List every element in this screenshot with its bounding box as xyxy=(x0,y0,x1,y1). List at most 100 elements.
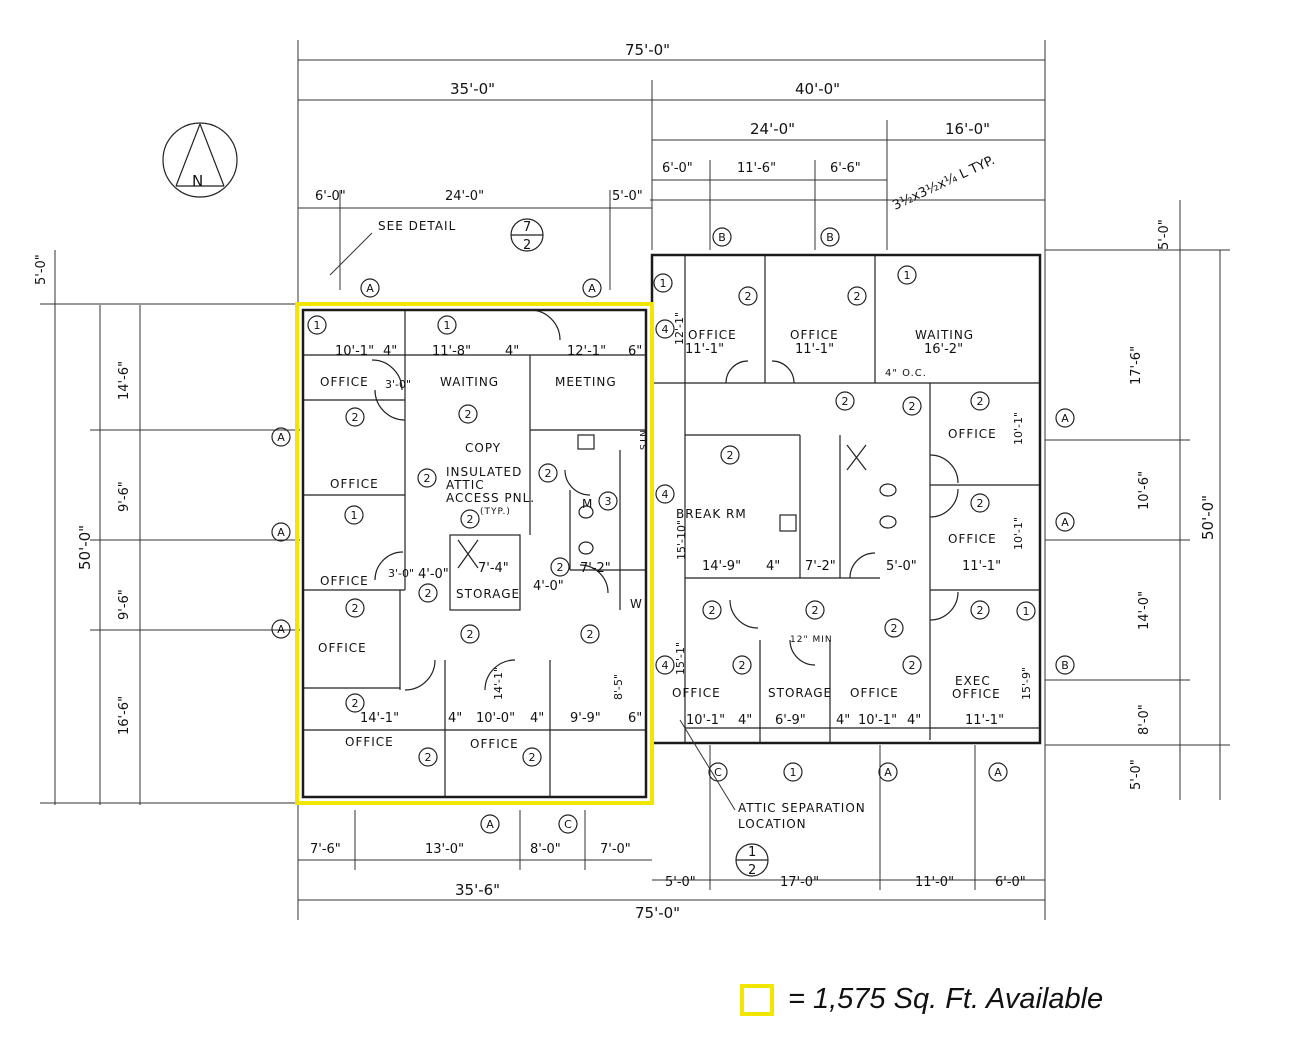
svg-text:4": 4" xyxy=(907,713,921,728)
svg-text:A: A xyxy=(486,818,494,831)
svg-text:40'-0": 40'-0" xyxy=(795,80,840,98)
svg-text:7'-6": 7'-6" xyxy=(310,842,341,857)
svg-text:STORAGE: STORAGE xyxy=(768,686,832,700)
svg-text:9'-6": 9'-6" xyxy=(117,589,132,620)
svg-text:2: 2 xyxy=(587,628,594,641)
svg-text:5'-0": 5'-0" xyxy=(1157,219,1172,250)
tag-1: 1 xyxy=(783,762,803,782)
svg-text:11'-6": 11'-6" xyxy=(737,161,776,176)
tag-2: 2 xyxy=(418,583,438,603)
svg-text:2: 2 xyxy=(425,751,432,764)
svg-text:11'-8": 11'-8" xyxy=(432,344,471,359)
svg-text:4": 4" xyxy=(505,344,519,359)
legend-text: = 1,575 Sq. Ft. Available xyxy=(788,983,1104,1015)
available-area-highlight xyxy=(295,302,654,805)
tag-4: 4 xyxy=(655,484,675,504)
tag-c: C xyxy=(558,814,578,834)
svg-text:7'-2": 7'-2" xyxy=(805,559,836,574)
svg-text:B: B xyxy=(718,231,726,244)
tag-2: 2 xyxy=(732,655,752,675)
svg-text:4'-0": 4'-0" xyxy=(418,567,449,582)
svg-text:2: 2 xyxy=(854,290,861,303)
svg-text:OFFICE: OFFICE xyxy=(672,686,721,700)
svg-text:4": 4" xyxy=(766,559,780,574)
svg-text:2: 2 xyxy=(352,411,359,424)
svg-text:2: 2 xyxy=(891,622,898,635)
svg-text:15'-1": 15'-1" xyxy=(674,642,687,675)
svg-text:5'-0": 5'-0" xyxy=(665,875,696,890)
svg-text:OFFICE: OFFICE xyxy=(790,328,839,342)
svg-text:10'-1": 10'-1" xyxy=(686,713,725,728)
svg-text:6'-9": 6'-9" xyxy=(775,713,806,728)
svg-text:MEETING: MEETING xyxy=(555,375,617,389)
svg-text:2: 2 xyxy=(739,659,746,672)
tag-1: 1 xyxy=(307,315,327,335)
svg-text:15'-10": 15'-10" xyxy=(675,520,688,560)
svg-text:6'-0": 6'-0" xyxy=(995,875,1026,890)
tag-a: A xyxy=(271,619,291,639)
svg-text:BREAK RM: BREAK RM xyxy=(676,507,747,521)
svg-text:EXEC: EXEC xyxy=(955,674,991,688)
svg-text:2: 2 xyxy=(523,238,531,253)
svg-text:14'-6": 14'-6" xyxy=(117,361,132,400)
svg-text:1: 1 xyxy=(444,319,451,332)
room-labels: OFFICE WAITING MEETING COPY OFFICE OFFIC… xyxy=(318,328,1000,751)
tag-a: A xyxy=(988,762,1008,782)
svg-text:WAITING: WAITING xyxy=(915,328,974,342)
tag-2: 2 xyxy=(550,557,570,577)
tag-2: 2 xyxy=(835,391,855,411)
svg-text:7: 7 xyxy=(523,220,531,235)
tag-2: 2 xyxy=(720,445,740,465)
svg-text:75'-0": 75'-0" xyxy=(635,904,680,922)
svg-text:50'-0": 50'-0" xyxy=(1199,495,1217,540)
svg-text:OFFICE: OFFICE xyxy=(470,737,519,751)
svg-text:2: 2 xyxy=(842,395,849,408)
svg-text:4": 4" xyxy=(530,711,544,726)
tag-2: 2 xyxy=(805,600,825,620)
svg-text:2: 2 xyxy=(745,290,752,303)
svg-text:8'-5": 8'-5" xyxy=(612,674,625,700)
wall-type-tags: A A A A A A C B B A A B C 1 A A 1 1 1 1 … xyxy=(271,227,1075,834)
svg-text:11'-1": 11'-1" xyxy=(965,713,1004,728)
svg-text:75'-0": 75'-0" xyxy=(625,41,670,59)
svg-text:5'-0": 5'-0" xyxy=(34,254,49,285)
tag-2: 2 xyxy=(970,493,990,513)
tag-2: 2 xyxy=(522,747,542,767)
svg-text:2: 2 xyxy=(352,697,359,710)
svg-text:ACCESS PNL.: ACCESS PNL. xyxy=(446,491,535,505)
svg-text:A: A xyxy=(994,766,1002,779)
svg-text:6": 6" xyxy=(628,711,642,726)
tag-2: 2 xyxy=(460,509,480,529)
svg-text:OFFICE: OFFICE xyxy=(688,328,737,342)
svg-text:1: 1 xyxy=(1023,605,1030,618)
svg-text:OFFICE: OFFICE xyxy=(948,427,997,441)
svg-text:LOCATION: LOCATION xyxy=(738,817,807,831)
svg-text:1: 1 xyxy=(314,319,321,332)
svg-text:2: 2 xyxy=(545,467,552,480)
tag-c: C xyxy=(708,762,728,782)
svg-text:10'-1": 10'-1" xyxy=(1012,412,1025,445)
svg-text:A: A xyxy=(884,766,892,779)
svg-text:4: 4 xyxy=(662,323,669,336)
svg-text:50'-0": 50'-0" xyxy=(76,525,94,570)
right-wing-walls xyxy=(650,199,1045,745)
tag-2: 2 xyxy=(702,600,722,620)
north-arrow-icon: N xyxy=(162,122,238,198)
tag-4: 4 xyxy=(655,655,675,675)
svg-text:2: 2 xyxy=(977,604,984,617)
svg-text:C: C xyxy=(714,766,722,779)
svg-text:5'-0": 5'-0" xyxy=(612,189,643,204)
svg-text:10'-1": 10'-1" xyxy=(858,713,897,728)
svg-text:35'-6": 35'-6" xyxy=(455,881,500,899)
svg-text:A: A xyxy=(1061,412,1069,425)
svg-text:OFFICE: OFFICE xyxy=(850,686,899,700)
svg-text:2: 2 xyxy=(425,587,432,600)
svg-text:6'-0": 6'-0" xyxy=(662,161,693,176)
svg-text:SEE DETAIL: SEE DETAIL xyxy=(378,219,456,233)
tag-2: 2 xyxy=(902,396,922,416)
svg-text:C: C xyxy=(564,818,572,831)
room-dimensions: 10'-1" 4" 11'-8" 4" 12'-1" 6" 14'-1" 4" … xyxy=(335,312,1033,728)
svg-text:7'-2": 7'-2" xyxy=(580,561,611,576)
tag-b: B xyxy=(712,227,732,247)
